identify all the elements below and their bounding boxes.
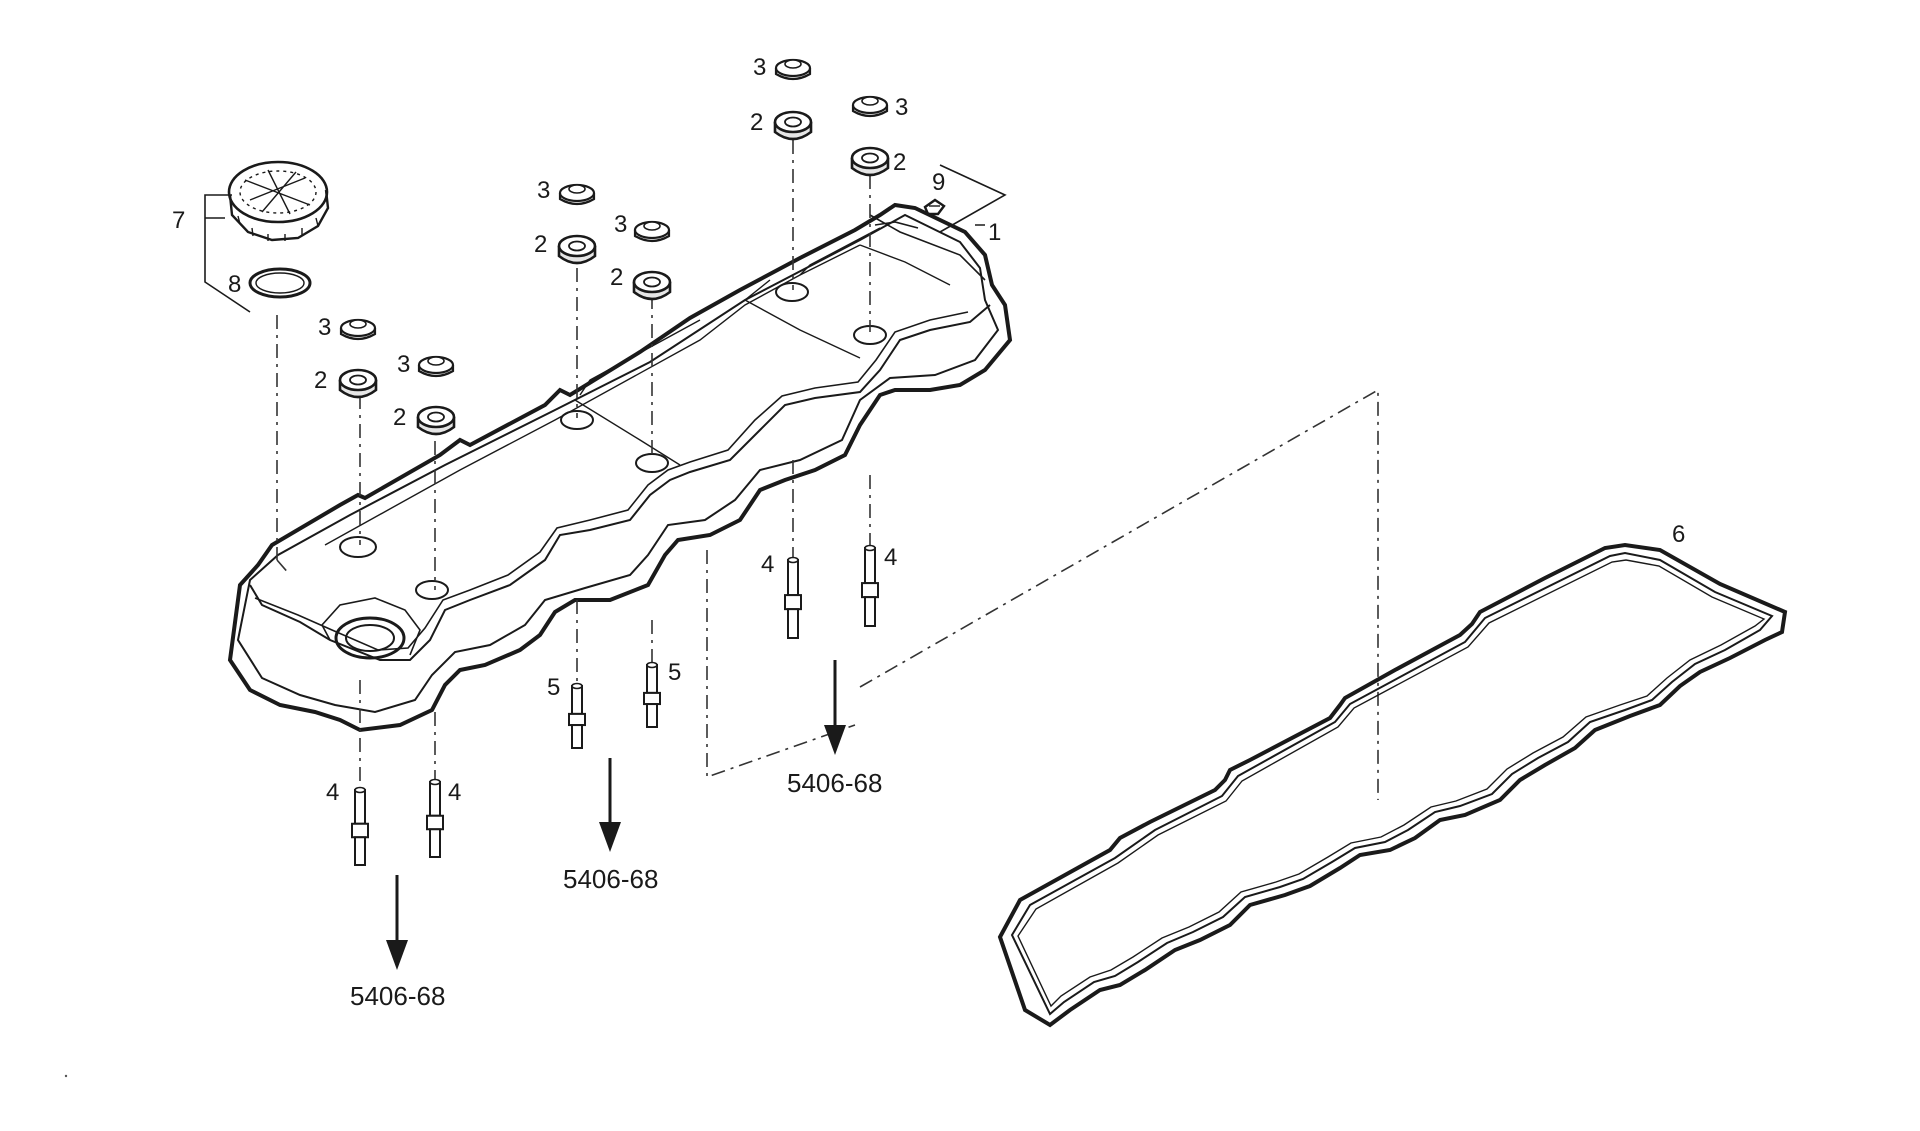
- cap-nut: [774, 58, 812, 81]
- reference-left: 5406-68: [350, 981, 445, 1011]
- callout-4-c: 4: [761, 551, 774, 578]
- cap-nut: [558, 183, 596, 206]
- reference-middle: 5406-68: [563, 864, 658, 894]
- stud: [784, 556, 802, 640]
- fastener-stacks: [338, 58, 890, 436]
- bolt-boss-4: [635, 453, 669, 473]
- grommet: [338, 368, 378, 399]
- callout-4-a: 4: [326, 779, 339, 806]
- o-ring: [248, 267, 312, 299]
- grommet: [773, 110, 813, 141]
- stud: [861, 544, 879, 628]
- callout-labels: 7 8 1 9 6 3 2 3 2 3 2 3 2 3 2 3 2 4 4 5 …: [172, 54, 1685, 1011]
- callout-8: 8: [228, 271, 241, 298]
- cap-nut: [417, 355, 455, 378]
- callout-5-b: 5: [668, 659, 681, 686]
- callout-1: 1: [988, 219, 1001, 246]
- callout-3-c: 3: [537, 177, 550, 204]
- callout-2-f: 2: [893, 149, 906, 176]
- callout-6: 6: [1672, 521, 1685, 548]
- callout-5-a: 5: [547, 674, 560, 701]
- callout-4-d: 4: [884, 544, 897, 571]
- grommet: [557, 234, 597, 265]
- stud: [643, 661, 661, 728]
- direction-arrows: [386, 660, 846, 970]
- cap-nut: [633, 220, 671, 243]
- callout-7: 7: [172, 207, 185, 234]
- cap-nut: [339, 318, 377, 341]
- valve-cover-flange: [236, 213, 1000, 714]
- valve-cover-deck: [249, 304, 991, 661]
- stud: [568, 682, 586, 749]
- callout-4-b: 4: [448, 779, 461, 806]
- studs: [351, 544, 879, 866]
- stud: [426, 778, 444, 858]
- callout-3-a: 3: [318, 314, 331, 341]
- reference-right: 5406-68: [787, 768, 882, 798]
- callout-2-e: 2: [750, 109, 763, 136]
- callout-2-c: 2: [534, 231, 547, 258]
- bolt-boss-5: [775, 282, 809, 302]
- arrow-middle-head: [599, 822, 621, 852]
- corner-dot: [64, 1074, 68, 1078]
- bolt-boss-3: [560, 410, 594, 430]
- oil-filler-neck: [334, 616, 406, 660]
- valve-cover: [227, 202, 1013, 733]
- oil-filler-cap: [227, 160, 330, 242]
- plug-9: [923, 198, 946, 216]
- grommet: [632, 270, 672, 301]
- stud: [351, 786, 369, 866]
- callout-2-a: 2: [314, 367, 327, 394]
- callout-2-b: 2: [393, 404, 406, 431]
- oil-filler-base: [321, 597, 421, 656]
- arrow-left-head: [386, 940, 408, 970]
- callout-2-d: 2: [610, 264, 623, 291]
- valve-cover-end: [869, 214, 986, 281]
- callout-3-b: 3: [397, 351, 410, 378]
- callout-3-f: 3: [895, 94, 908, 121]
- assembly-lines: [276, 140, 1379, 800]
- valve-cover-plateau-2: [579, 227, 881, 396]
- callout-9: 9: [932, 169, 945, 196]
- grommet: [850, 146, 890, 177]
- callout-3-d: 3: [614, 211, 627, 238]
- bolt-boss-1: [339, 536, 377, 558]
- callout-3-e: 3: [753, 54, 766, 81]
- oil-filler-inner: [345, 624, 395, 652]
- callout-bracket-7-8: [204, 194, 251, 313]
- arrow-right-head: [824, 725, 846, 755]
- valve-cover-outline: [227, 202, 1013, 733]
- grommet: [416, 405, 456, 436]
- bolt-boss-2: [415, 580, 449, 600]
- valve-cover-gasket: [997, 542, 1788, 1028]
- cap-nut: [851, 95, 889, 118]
- valve-cover-plateau: [324, 244, 951, 546]
- callout-bracket-1-9: [939, 164, 1007, 233]
- valve-cover-deck-2: [254, 311, 969, 651]
